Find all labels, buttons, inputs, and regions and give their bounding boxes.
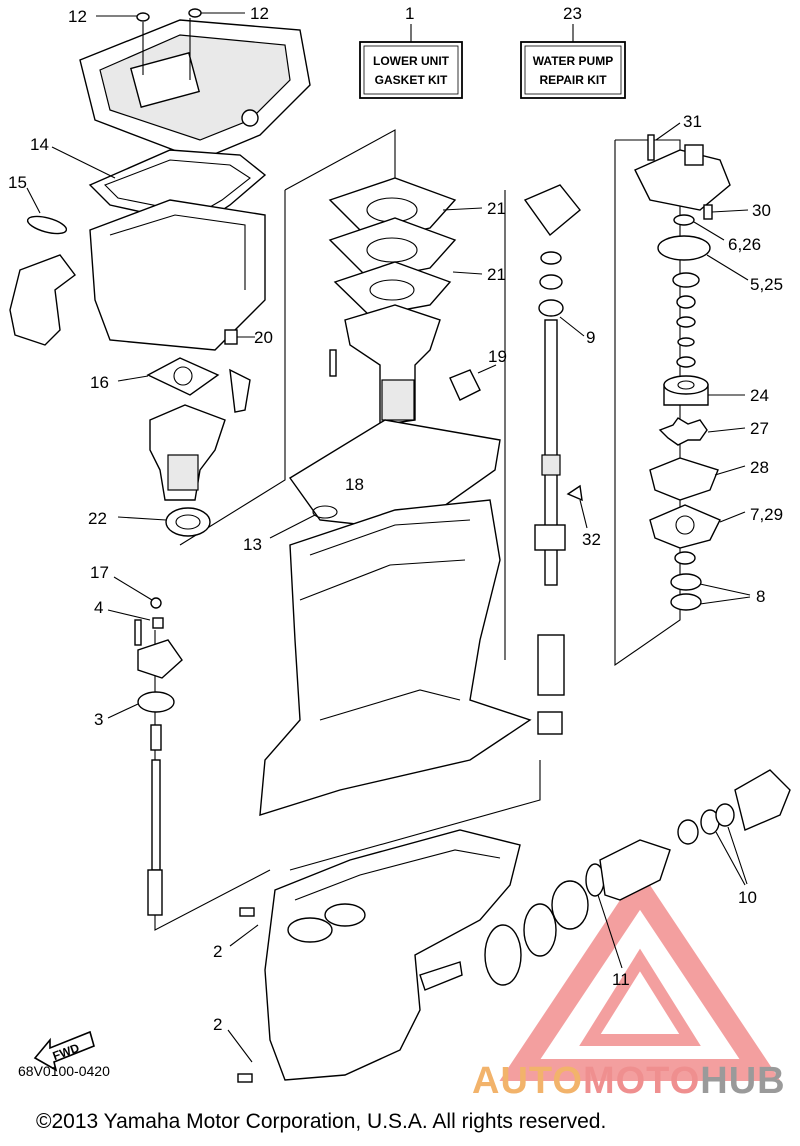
upper-casing-plate [79, 19, 311, 161]
callout-2-top: 2 [213, 942, 222, 961]
part-12-right [188, 8, 202, 18]
part-2-bolt-bottom [237, 1073, 253, 1083]
callout-23: 23 [563, 4, 582, 23]
part-2-bolt-top [239, 907, 255, 917]
lower-unit-gasket-kit-box: LOWER UNIT GASKET KIT [359, 41, 463, 99]
part-12-left [136, 12, 150, 22]
callout-22: 22 [88, 509, 107, 528]
oil-pan [9, 199, 266, 351]
part-28-plate [649, 457, 719, 501]
part-3-oring [137, 691, 175, 713]
callout-30: 30 [752, 201, 771, 220]
callout-8: 8 [756, 587, 765, 606]
callout-21-top: 21 [487, 199, 506, 218]
callout-12-left: 12 [68, 7, 87, 26]
callout-17: 17 [90, 563, 109, 582]
callout-28: 28 [750, 458, 769, 477]
callout-11: 11 [612, 970, 630, 989]
part-6-26-oring [673, 214, 695, 226]
part-5-25-oring [657, 235, 711, 261]
callout-32: 32 [582, 530, 601, 549]
callout-21-bottom: 21 [487, 265, 506, 284]
callout-20: 20 [254, 328, 273, 347]
part-7-29-gasket [649, 504, 721, 549]
lower-unit-kit-line2: GASKET KIT [375, 73, 448, 87]
watermark-part3: HUB [700, 1060, 786, 1102]
part-24-pump-cup [663, 375, 709, 406]
water-pump-housing [634, 144, 731, 220]
part-8-seal-b [670, 593, 702, 611]
pump-seat [674, 551, 696, 565]
pump-housing-assy [149, 368, 251, 501]
callout-12-right: 12 [250, 4, 269, 23]
part-22-seal [165, 507, 211, 537]
watermark-text: AUTOMOTOHUB [472, 1060, 786, 1103]
callout-27: 27 [750, 419, 769, 438]
callout-13: 13 [243, 535, 262, 554]
shift-rod [147, 724, 163, 916]
callout-1: 1 [405, 4, 414, 23]
drive-shaft-assy [523, 184, 581, 735]
callout-16: 16 [90, 373, 109, 392]
part-13-gasket [288, 419, 501, 531]
callout-2-bottom: 2 [213, 1015, 222, 1034]
part-14-gasket [88, 149, 267, 226]
callout-18: 18 [345, 475, 364, 494]
callout-5-25: 5,25 [750, 275, 783, 294]
callout-15: 15 [8, 173, 27, 192]
callout-7-29: 7,29 [750, 505, 783, 524]
fwd-label: FWD [51, 1041, 82, 1064]
callout-9: 9 [586, 328, 595, 347]
callout-19: 19 [488, 347, 507, 366]
water-pump-kit-line1: WATER PUMP [533, 54, 613, 68]
propeller-shaft-assy [484, 769, 791, 986]
callout-labels: 12 12 1 23 31 14 15 21 21 30 6,26 5,25 2… [8, 4, 783, 1034]
watermark-part1: AUTO [472, 1060, 583, 1102]
part-20-plug [224, 329, 238, 345]
part-15-seal [26, 215, 68, 235]
callout-24: 24 [750, 386, 769, 405]
part-16-gasket [146, 357, 220, 396]
part-27-impeller [658, 417, 708, 446]
watermark-logo-icon [499, 870, 781, 1081]
lower-casing [264, 829, 521, 1081]
part-17-oring [150, 597, 162, 609]
diagram-code: 68V0100-0420 [18, 1063, 110, 1079]
upper-casing [259, 499, 532, 816]
lower-unit-kit-line1: LOWER UNIT [373, 54, 450, 68]
part-4-bolt [152, 617, 164, 629]
water-pump-repair-kit-box: WATER PUMP REPAIR KIT [520, 41, 626, 99]
part-19-damper [449, 369, 481, 401]
callout-3: 3 [94, 710, 103, 729]
watermark-part2: MOTO [582, 1060, 701, 1102]
callout-14: 14 [30, 135, 49, 154]
part-21-gaskets [328, 177, 457, 317]
callout-10: 10 [738, 888, 757, 907]
callout-31: 31 [683, 112, 702, 131]
exhaust-guide [329, 304, 441, 426]
copyright-notice: ©2013 Yamaha Motor Corporation, U.S.A. A… [36, 1110, 607, 1133]
pump-small-parts [672, 272, 700, 368]
part-8-seal-a [670, 573, 702, 591]
shift-rod-holder [137, 639, 183, 679]
callout-6-26: 6,26 [728, 235, 761, 254]
callout-4: 4 [94, 598, 103, 617]
water-pump-kit-line2: REPAIR KIT [539, 73, 607, 87]
part-32-key [566, 484, 583, 502]
part-31-bolt [647, 134, 655, 161]
